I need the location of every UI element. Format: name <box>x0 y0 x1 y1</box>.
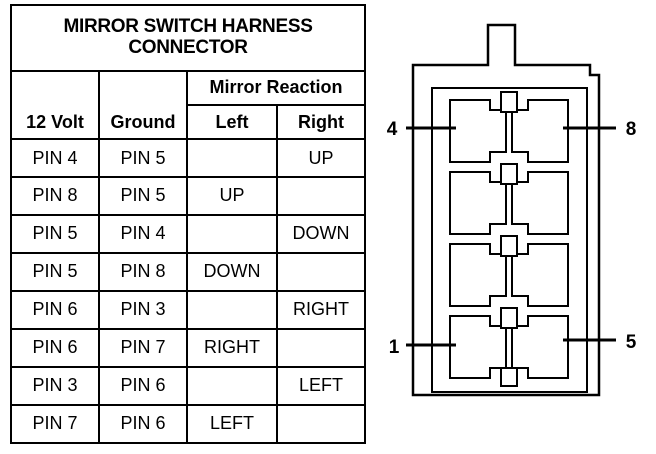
header-12-volt: 12 Volt <box>10 70 100 141</box>
cell-right <box>275 252 367 293</box>
cell-left <box>186 214 278 255</box>
cell-left: LEFT <box>186 404 278 444</box>
cell-right: DOWN <box>275 214 367 255</box>
cell-left <box>186 290 278 331</box>
connector-diagram: 4 8 1 5 <box>387 23 637 397</box>
cell-right <box>275 176 367 217</box>
cell-left: DOWN <box>186 252 278 293</box>
cell-ground: PIN 4 <box>98 214 188 255</box>
pin-cavity-left-2 <box>449 171 507 235</box>
cell-right: LEFT <box>275 366 367 407</box>
harness-pinout-table: MIRROR SWITCH HARNESS CONNECTOR 12 Volt … <box>9 3 367 444</box>
cell-left <box>186 138 278 179</box>
header-mirror-reaction: Mirror Reaction <box>185 70 367 107</box>
cell-ground: PIN 7 <box>98 328 188 369</box>
cell-ground: PIN 5 <box>98 138 188 179</box>
table-title: MIRROR SWITCH HARNESS CONNECTOR <box>9 3 367 73</box>
header-left: Left <box>186 104 278 141</box>
cell-12-volt: PIN 4 <box>10 138 100 179</box>
pin-cavity-left-4 <box>449 315 507 379</box>
cell-ground: PIN 6 <box>98 404 188 444</box>
pin-label-1: 1 <box>389 337 400 358</box>
pin-cavity-right-4 <box>511 315 569 379</box>
cell-left <box>186 366 278 407</box>
pin-cavity-left-1 <box>449 99 507 163</box>
table-title-line1: MIRROR SWITCH HARNESS <box>63 16 313 38</box>
cell-right <box>275 328 367 369</box>
pin-label-4: 4 <box>387 119 398 140</box>
cavity-latch <box>500 367 518 387</box>
pin-cavity-right-1 <box>511 99 569 163</box>
cavity-latch <box>500 91 518 113</box>
cell-right: UP <box>275 138 367 179</box>
cell-ground: PIN 6 <box>98 366 188 407</box>
pin-label-8: 8 <box>626 119 637 140</box>
header-right: Right <box>275 104 367 141</box>
cavity-latch <box>500 163 518 185</box>
table-title-line2: CONNECTOR <box>128 37 248 59</box>
pin-cavity-right-3 <box>511 243 569 307</box>
cell-12-volt: PIN 5 <box>10 252 100 293</box>
cell-12-volt: PIN 6 <box>10 328 100 369</box>
cell-ground: PIN 5 <box>98 176 188 217</box>
cell-ground: PIN 3 <box>98 290 188 331</box>
pin-cavities <box>449 91 569 387</box>
cell-12-volt: PIN 7 <box>10 404 100 444</box>
pin-label-5: 5 <box>626 332 637 353</box>
cell-12-volt: PIN 6 <box>10 290 100 331</box>
pin-cavity-right-2 <box>511 171 569 235</box>
cell-left: RIGHT <box>186 328 278 369</box>
cavity-latch <box>500 235 518 257</box>
cell-right: RIGHT <box>275 290 367 331</box>
cell-12-volt: PIN 3 <box>10 366 100 407</box>
cell-ground: PIN 8 <box>98 252 188 293</box>
pin-cavity-left-3 <box>449 243 507 307</box>
cell-left: UP <box>186 176 278 217</box>
header-ground: Ground <box>98 70 188 141</box>
cavity-latch <box>500 307 518 329</box>
cell-right <box>275 404 367 444</box>
cell-12-volt: PIN 8 <box>10 176 100 217</box>
cell-12-volt: PIN 5 <box>10 214 100 255</box>
